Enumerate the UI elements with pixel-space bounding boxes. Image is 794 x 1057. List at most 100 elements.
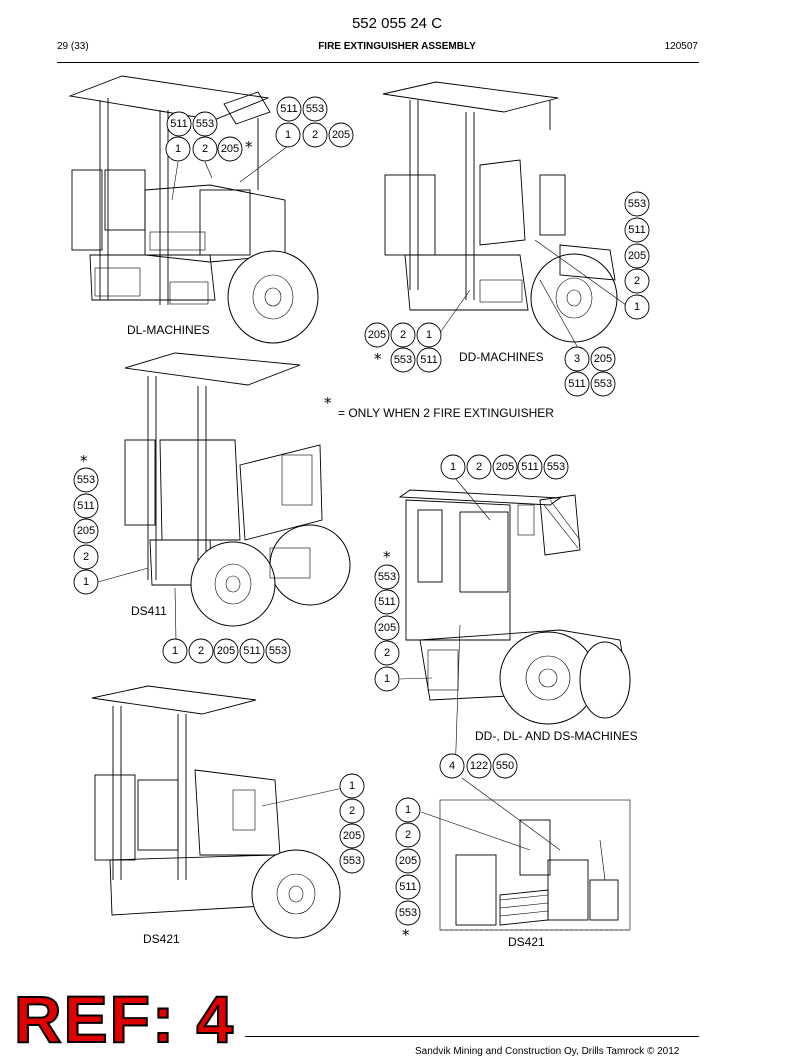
callout-205: 205 bbox=[395, 848, 421, 874]
svg-text:550: 550 bbox=[496, 760, 514, 772]
note-asterisk: * bbox=[324, 394, 332, 412]
callout-553: 553 bbox=[302, 96, 328, 122]
callout-205: 205 bbox=[217, 136, 243, 162]
callout-205: 205 bbox=[339, 823, 365, 849]
cab-machine-illustration bbox=[398, 489, 631, 725]
callout-511: 511 bbox=[395, 874, 421, 900]
callout-1: 1 bbox=[339, 773, 365, 799]
svg-text:2: 2 bbox=[384, 647, 390, 659]
callout-2: 2 bbox=[374, 640, 400, 666]
svg-text:205: 205 bbox=[343, 830, 361, 842]
svg-text:205: 205 bbox=[77, 525, 95, 537]
callout-511: 511 bbox=[624, 217, 650, 243]
document-number: 552 055 24 C bbox=[351, 15, 443, 32]
callout-1: 1 bbox=[395, 797, 421, 823]
callout-553: 553 bbox=[339, 848, 365, 874]
dd-machine-illustration bbox=[382, 81, 618, 343]
svg-text:553: 553 bbox=[306, 103, 324, 115]
callout-1: 1 bbox=[165, 136, 191, 162]
svg-text:511: 511 bbox=[243, 645, 261, 657]
ds421-right-illustration bbox=[439, 799, 631, 931]
callout-2: 2 bbox=[466, 454, 492, 480]
asterisk-mark: * bbox=[245, 138, 253, 156]
svg-text:1: 1 bbox=[83, 576, 89, 588]
callout-1: 1 bbox=[162, 638, 188, 664]
ref-stamp: REF: 4 bbox=[13, 982, 236, 1056]
svg-text:511: 511 bbox=[280, 103, 298, 115]
callout-2: 2 bbox=[302, 122, 328, 148]
svg-text:553: 553 bbox=[594, 378, 612, 390]
svg-text:1: 1 bbox=[349, 780, 355, 792]
svg-text:1: 1 bbox=[175, 143, 181, 155]
all-machines-label: DD-, DL- AND DS-MACHINES bbox=[475, 729, 638, 743]
svg-text:511: 511 bbox=[521, 461, 539, 473]
ds421-right-label: DS421 bbox=[508, 935, 545, 949]
callout-2: 2 bbox=[395, 822, 421, 848]
callout-511: 511 bbox=[374, 589, 400, 615]
svg-text:553: 553 bbox=[399, 907, 417, 919]
svg-text:205: 205 bbox=[332, 129, 350, 141]
callouts-dd-right: 553 511 205 2 1 bbox=[624, 191, 650, 320]
svg-text:205: 205 bbox=[217, 645, 235, 657]
dl-machines-label: DL-MACHINES bbox=[127, 323, 210, 337]
callout-205: 205 bbox=[328, 122, 354, 148]
svg-text:2: 2 bbox=[634, 275, 640, 287]
svg-text:553: 553 bbox=[378, 571, 396, 583]
svg-text:205: 205 bbox=[594, 353, 612, 365]
callout-2: 2 bbox=[339, 798, 365, 824]
svg-text:553: 553 bbox=[269, 645, 287, 657]
svg-text:1: 1 bbox=[384, 673, 390, 685]
svg-text:553: 553 bbox=[547, 461, 565, 473]
svg-text:205: 205 bbox=[399, 855, 417, 867]
callouts-dl: 511 553 1 2 205 511 553 1 2 205 bbox=[165, 96, 354, 162]
callout-1: 1 bbox=[416, 322, 442, 348]
callout-205: 205 bbox=[374, 615, 400, 641]
callout-511: 511 bbox=[564, 371, 590, 397]
callout-205: 205 bbox=[624, 243, 650, 269]
svg-text:3: 3 bbox=[574, 353, 580, 365]
ds421-left-illustration bbox=[91, 685, 341, 939]
callouts-dd-bottom: 205 2 1 553 511 3 205 511 553 bbox=[364, 322, 616, 397]
header-divider bbox=[57, 62, 699, 63]
svg-text:1: 1 bbox=[450, 461, 456, 473]
footer-copyright: Sandvik Mining and Construction Oy, Dril… bbox=[415, 1046, 680, 1057]
svg-text:1: 1 bbox=[426, 329, 432, 341]
callout-1: 1 bbox=[73, 569, 99, 595]
callout-511: 511 bbox=[276, 96, 302, 122]
callout-553: 553 bbox=[590, 371, 616, 397]
svg-text:553: 553 bbox=[628, 198, 646, 210]
ds411-label: DS411 bbox=[131, 604, 167, 618]
svg-text:2: 2 bbox=[400, 329, 406, 341]
svg-text:553: 553 bbox=[394, 354, 412, 366]
svg-text:205: 205 bbox=[628, 250, 646, 262]
callout-511: 511 bbox=[73, 493, 99, 519]
svg-text:511: 511 bbox=[399, 881, 417, 893]
ds421-left-label: DS421 bbox=[143, 932, 180, 946]
svg-text:205: 205 bbox=[368, 329, 386, 341]
callouts-ds421-left: 1 2 205 553 bbox=[339, 773, 365, 874]
svg-text:2: 2 bbox=[476, 461, 482, 473]
svg-text:2: 2 bbox=[312, 129, 318, 141]
svg-text:2: 2 bbox=[202, 143, 208, 155]
callouts-all-bottom: 4 122 550 bbox=[439, 753, 518, 779]
callout-511: 511 bbox=[166, 111, 192, 137]
callout-553: 553 bbox=[390, 347, 416, 373]
dd-machines-label: DD-MACHINES bbox=[459, 350, 544, 364]
callout-205: 205 bbox=[492, 454, 518, 480]
callout-511: 511 bbox=[517, 454, 543, 480]
svg-text:553: 553 bbox=[196, 118, 214, 130]
svg-text:511: 511 bbox=[170, 118, 188, 130]
svg-text:205: 205 bbox=[496, 461, 514, 473]
svg-text:553: 553 bbox=[343, 855, 361, 867]
callout-205: 205 bbox=[213, 638, 239, 664]
svg-text:205: 205 bbox=[221, 143, 239, 155]
callouts-ds411-bottom: 1 2 205 511 553 bbox=[162, 638, 291, 664]
svg-text:553: 553 bbox=[77, 474, 95, 486]
asterisk-mark: * bbox=[402, 926, 410, 944]
callout-511: 511 bbox=[239, 638, 265, 664]
callout-122: 122 bbox=[466, 753, 492, 779]
callout-553: 553 bbox=[192, 111, 218, 137]
svg-text:1: 1 bbox=[285, 129, 291, 141]
callouts-all-left: 553 511 205 2 1 bbox=[374, 564, 400, 692]
svg-text:122: 122 bbox=[470, 760, 488, 772]
